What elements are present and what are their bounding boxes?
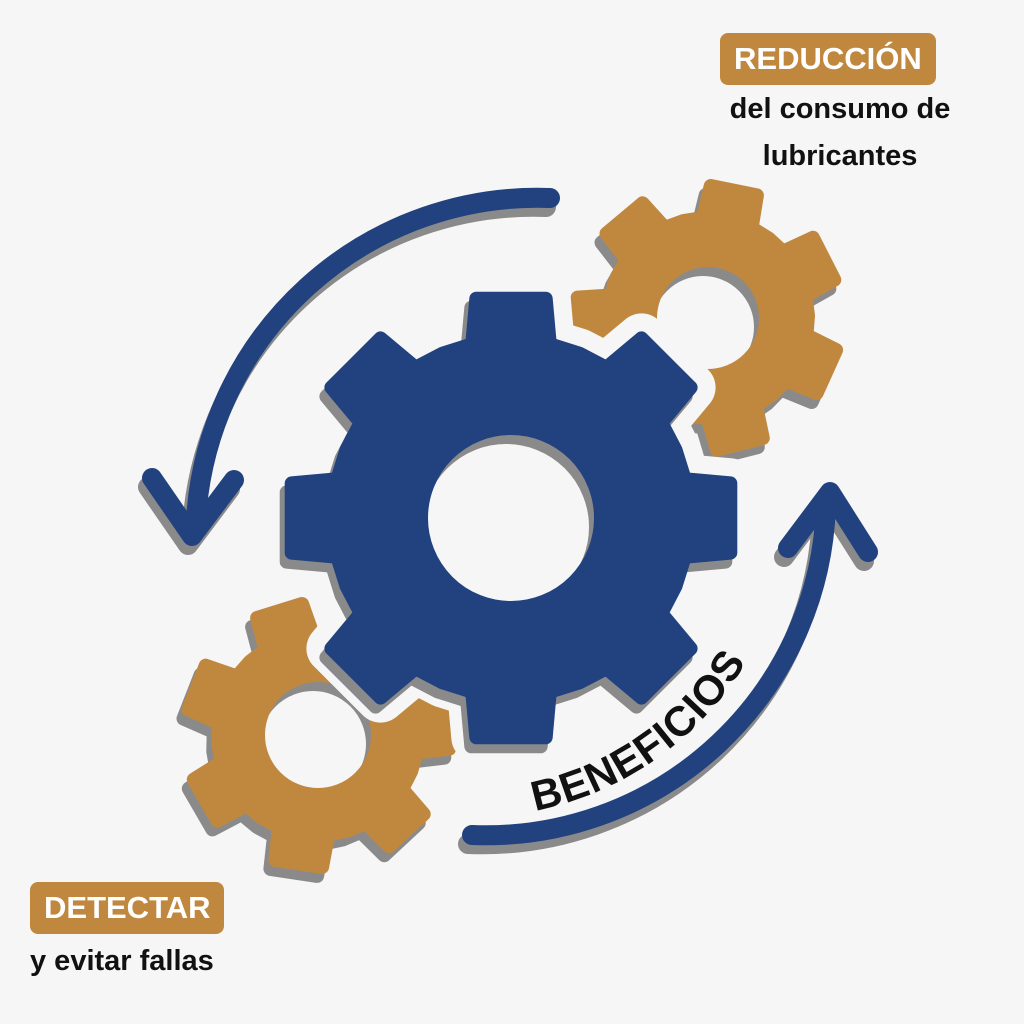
detect-description: y evitar fallas [30, 945, 214, 977]
clockwise-arrow-icon [462, 482, 878, 846]
reduction-description: del consumo de lubricantes [700, 86, 980, 180]
reduction-line-1: del consumo de [729, 93, 951, 125]
reduction-line-2: lubricantes [762, 140, 918, 172]
counterclockwise-arrow-icon [142, 187, 560, 546]
gear-body [284, 291, 738, 745]
reduction-badge: REDUCCIÓN [720, 33, 936, 85]
blue-main-gear-icon [266, 273, 756, 763]
detect-badge: DETECTAR [30, 882, 225, 934]
